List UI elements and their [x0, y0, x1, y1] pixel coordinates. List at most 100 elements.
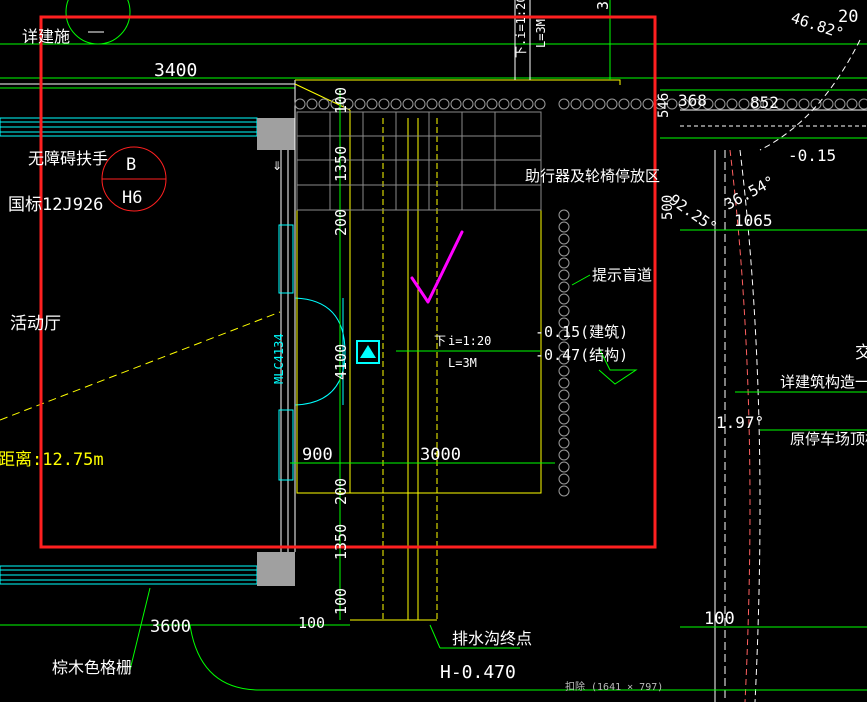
- tactile-dot: [462, 98, 474, 110]
- tactile-dot: [510, 98, 522, 110]
- dim-1350-top: 1350: [332, 146, 350, 182]
- tactile-dot: [354, 98, 366, 110]
- dim-100-top: 100: [332, 87, 350, 114]
- tactile-dot: [558, 341, 570, 353]
- tactile-dot: [642, 98, 654, 110]
- top-slope-ratio: 下.i=1:20: [514, 0, 528, 58]
- tactile-dot: [690, 98, 702, 110]
- grille-color-label: 棕木色格栅: [52, 658, 132, 677]
- tactile-dot: [558, 233, 570, 245]
- tactile-dot: [786, 98, 798, 110]
- bubble-H6: H6: [122, 188, 142, 208]
- tactile-dot: [582, 98, 594, 110]
- tactile-dot: [558, 437, 570, 449]
- tactile-dot: [750, 98, 762, 110]
- tactile-dot: [558, 245, 570, 257]
- tactile-dot: [558, 221, 570, 233]
- drain-end-label: 排水沟终点: [452, 629, 532, 648]
- tactile-dot: [486, 98, 498, 110]
- detail-building-label: 详建筑构造一: [780, 373, 867, 391]
- ramp-up-marker[interactable]: [356, 340, 380, 364]
- slope-prefix: 下: [434, 334, 446, 348]
- dim-3000: 3000: [420, 445, 461, 465]
- tactile-dot: [726, 98, 738, 110]
- check-mark-icon: [410, 230, 464, 304]
- tactile-dot: [534, 98, 546, 110]
- tactile-dot: [402, 98, 414, 110]
- tactile-dot: [498, 98, 510, 110]
- tactile-dot: [558, 98, 570, 110]
- angle-197: 1.97°: [716, 413, 764, 432]
- dim-100-right: 100: [704, 609, 735, 629]
- walker-area-label: 助行器及轮椅停放区: [525, 167, 660, 185]
- dim-852: 852: [750, 93, 779, 112]
- bubble-B: B: [126, 155, 136, 175]
- dim-368: 368: [678, 91, 707, 110]
- selection-frame[interactable]: [39, 15, 657, 549]
- dim-3600: 3600: [150, 617, 191, 637]
- tactile-dot: [330, 98, 342, 110]
- elevation-015: -0.15: [788, 146, 836, 165]
- tactile-dots-row: [294, 98, 867, 110]
- door-code-label: MLC4134: [272, 333, 286, 384]
- tactile-dot: [558, 461, 570, 473]
- tactile-dot: [630, 98, 642, 110]
- door-frame-bottom: [278, 409, 294, 481]
- triangle-icon: [360, 345, 376, 358]
- column-top: [257, 118, 295, 150]
- tactile-dot: [738, 98, 750, 110]
- tactile-dot: [558, 293, 570, 305]
- tactile-dot: [762, 98, 774, 110]
- grid-bubble: [65, 0, 131, 45]
- tactile-dot: [438, 98, 450, 110]
- dim-500: 500: [660, 195, 676, 220]
- tactile-dot: [678, 98, 690, 110]
- tactile-dot: [414, 98, 426, 110]
- dim-1350-bottom: 1350: [332, 524, 350, 560]
- door-swing-lower: [294, 351, 346, 406]
- tactile-dot: [558, 305, 570, 317]
- tactile-path-column: [558, 209, 570, 497]
- tactile-dot: [798, 98, 810, 110]
- tactile-dot: [702, 98, 714, 110]
- distance-leader: [0, 311, 281, 421]
- dim-546: 546: [656, 93, 672, 118]
- top-right-number: 20: [838, 7, 858, 27]
- tactile-dot: [558, 401, 570, 413]
- tactile-dot: [558, 449, 570, 461]
- tile-hatch: [296, 111, 542, 211]
- tactile-dot: [594, 98, 606, 110]
- tactile-dot: [714, 98, 726, 110]
- parking-roof-label: 原停车场顶板: [790, 430, 867, 448]
- tactile-dot: [810, 98, 822, 110]
- tactile-dot: [846, 98, 858, 110]
- partial-char: 交: [855, 343, 867, 363]
- tactile-dot: [606, 98, 618, 110]
- activity-room-label: 活动厅: [10, 314, 61, 334]
- dim-900: 900: [302, 445, 333, 465]
- tactile-dot: [558, 377, 570, 389]
- elevation-structure: -0.47(结构): [535, 346, 628, 364]
- tactile-dot: [558, 209, 570, 221]
- dim-200-bottom: 200: [332, 478, 350, 505]
- dim-1065: 1065: [734, 211, 773, 230]
- dimension-3400: 3400: [154, 60, 197, 81]
- handrail-label: 无障碍扶手: [28, 149, 108, 168]
- tactile-dot: [618, 98, 630, 110]
- distance-label: 距离:12.75m: [0, 450, 104, 470]
- tactile-dot: [558, 281, 570, 293]
- door-swing-upper: [294, 297, 346, 353]
- tactile-dot: [390, 98, 402, 110]
- national-standard-label: 国标12J926: [8, 195, 103, 215]
- tactile-dot: [558, 317, 570, 329]
- tactile-dot: [666, 98, 678, 110]
- tactile-dot: [558, 425, 570, 437]
- slope-ratio: i=1:20: [448, 334, 491, 348]
- tactile-dot: [558, 473, 570, 485]
- tactile-dot: [570, 98, 582, 110]
- tactile-dot: [342, 98, 354, 110]
- tactile-dot: [774, 98, 786, 110]
- tactile-dot: [378, 98, 390, 110]
